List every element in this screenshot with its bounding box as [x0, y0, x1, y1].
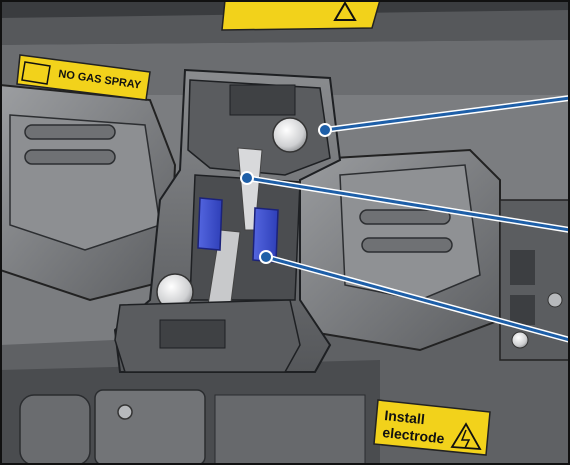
- callout-line-electrode: [246, 176, 570, 232]
- grip-slot-icon: [24, 149, 116, 165]
- callout-dot: [320, 125, 330, 135]
- high-voltage-icon: [450, 422, 482, 451]
- lower-roller-left: [19, 394, 91, 465]
- grip-slot-icon: [359, 209, 451, 225]
- left-fiber-clamp: [197, 197, 223, 251]
- screw-icon: [117, 404, 133, 420]
- callout-dot: [261, 252, 271, 262]
- screw-icon: [547, 292, 563, 308]
- warning-triangle-icon: [333, 1, 357, 21]
- electrode-cover-knob: [272, 117, 308, 153]
- no-gas-spray-label: NO GAS SPRAY: [16, 54, 151, 101]
- grip-slot-icon: [361, 237, 453, 253]
- callout-lines: [240, 95, 570, 343]
- svg-text:electrode: electrode: [382, 424, 446, 446]
- callout-dot: [242, 173, 252, 183]
- install-electrode-label: Install electrode: [373, 399, 491, 456]
- grip-slot-icon: [24, 124, 116, 140]
- lower-housing: [94, 389, 206, 465]
- top-warning-label: [221, 0, 381, 31]
- svg-text:Install: Install: [384, 407, 426, 427]
- callout-line-knob: [324, 96, 570, 132]
- callout-line-clamp: [265, 255, 570, 342]
- small-knob-icon: [511, 331, 529, 349]
- no-spray-icon: [21, 61, 51, 85]
